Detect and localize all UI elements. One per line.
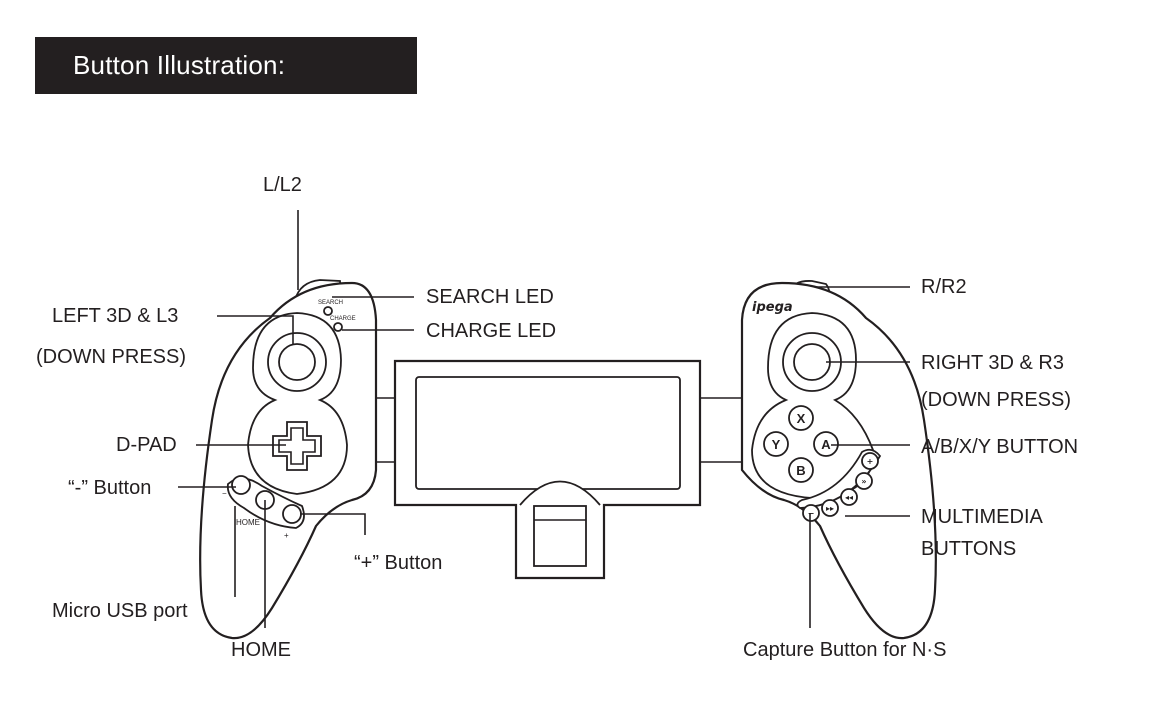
x-button-label: X xyxy=(797,411,806,426)
right-grip: ipega X Y A B + » ◂◂ ▸▸ − xyxy=(740,280,937,640)
minus-print: − xyxy=(222,489,227,498)
minus-button[interactable] xyxy=(231,475,251,495)
left-grip: SEARCH CHARGE − HOME + xyxy=(199,279,378,640)
x-button[interactable] xyxy=(788,405,814,431)
leader-lines xyxy=(178,210,910,628)
label-minus-button: “-” Button xyxy=(68,477,151,499)
label-d-pad: D-PAD xyxy=(116,434,177,456)
charge-led xyxy=(333,322,343,332)
multimedia-pause-button[interactable] xyxy=(855,472,873,490)
b-button[interactable] xyxy=(788,457,814,483)
multimedia-volume-up-button[interactable] xyxy=(861,452,879,470)
multimedia-next-button[interactable] xyxy=(821,499,839,517)
charge-led-print: CHARGE xyxy=(330,316,356,322)
y-button[interactable] xyxy=(763,431,789,457)
label-right-3d: RIGHT 3D & R3 xyxy=(921,352,1064,374)
callout-labels: L/L2 R/R2 SEARCH LED CHARGE LED LEFT 3D … xyxy=(36,174,1078,661)
ipega-logo: ipega xyxy=(752,300,793,315)
mm-glyph-plus: + xyxy=(867,457,874,466)
label-l-l2: L/L2 xyxy=(263,174,302,196)
search-led-print: SEARCH xyxy=(318,300,343,306)
mm-glyph-prev: ◂◂ xyxy=(845,493,853,502)
label-left-3d-press: (DOWN PRESS) xyxy=(36,346,186,368)
home-print: HOME xyxy=(236,518,260,527)
a-button[interactable] xyxy=(813,431,839,457)
tablet-holder xyxy=(358,359,742,580)
label-plus-button: “+” Button xyxy=(354,552,442,574)
label-right-3d-press: (DOWN PRESS) xyxy=(921,389,1071,411)
label-micro-usb: Micro USB port xyxy=(52,600,188,622)
b-button-label: B xyxy=(796,463,805,478)
y-button-label: Y xyxy=(772,437,781,452)
label-r-r2: R/R2 xyxy=(921,276,967,298)
label-charge-led: CHARGE LED xyxy=(426,320,556,342)
mm-glyph-pause: » xyxy=(861,477,866,486)
right-joystick-cap xyxy=(793,343,831,381)
a-button-label: A xyxy=(821,437,831,452)
plus-print: + xyxy=(284,531,289,540)
multimedia-prev-button[interactable] xyxy=(840,488,858,506)
d-pad[interactable] xyxy=(272,421,322,471)
label-abxy: A/B/X/Y BUTTON xyxy=(921,436,1078,458)
search-led xyxy=(323,306,333,316)
label-left-3d: LEFT 3D & L3 xyxy=(52,305,178,327)
label-search-led: SEARCH LED xyxy=(426,286,554,308)
label-multimedia: MULTIMEDIA xyxy=(921,506,1044,528)
left-joystick-cap xyxy=(278,343,316,381)
mm-glyph-next: ▸▸ xyxy=(826,504,834,513)
mm-glyph-minus: − xyxy=(808,509,815,518)
capture-button[interactable] xyxy=(802,504,820,522)
label-capture: Capture Button for N·S xyxy=(743,639,946,661)
label-multimedia-buttons: BUTTONS xyxy=(921,538,1016,560)
header-banner: Button Illustration: xyxy=(35,37,417,94)
label-home: HOME xyxy=(231,639,291,661)
page-title: Button Illustration: xyxy=(73,50,286,80)
plus-button[interactable] xyxy=(282,504,302,524)
